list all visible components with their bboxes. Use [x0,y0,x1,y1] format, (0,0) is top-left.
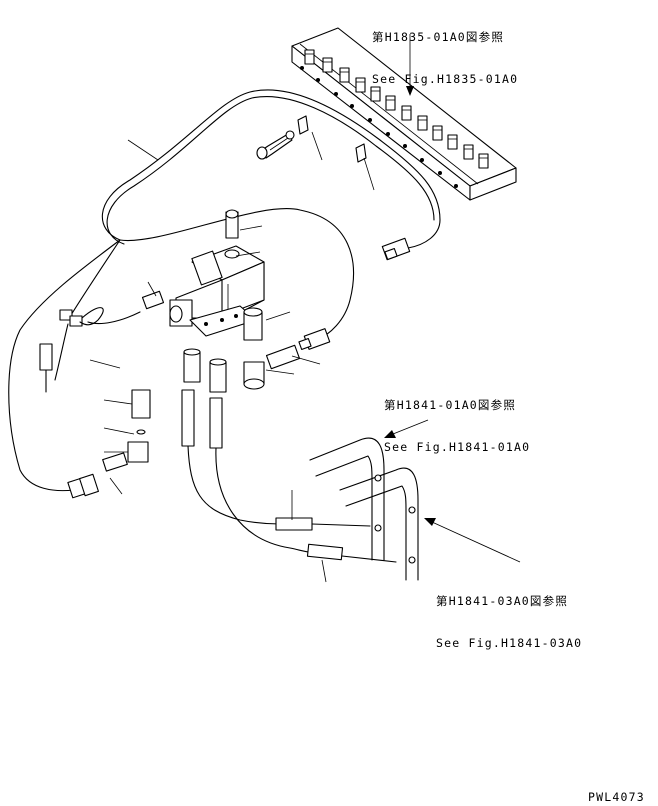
left-adapter [102,389,151,472]
valve-bolt [224,209,240,259]
straight-fittings [183,348,227,393]
wiring-harness [8,89,441,492]
reference-label-h1841-03: 第H1841-03A0図参照 See Fig.H1841-03A0 [436,566,582,664]
elbow-fitting-right [243,307,263,341]
mounting-bolt [256,130,295,160]
leader-lines [89,34,521,583]
connector-bottom-left [67,473,99,499]
connector-middle [298,328,331,351]
reference-h1841-03-line1: 第H1841-03A0図参照 [436,594,569,608]
reference-h1841-01-line1: 第H1841-01A0図参照 [384,398,517,412]
reference-label-h1835: 第H1835-01A0図参照 See Fig.H1835-01A0 [372,2,518,100]
drawing-number: PWL4073 [588,790,645,804]
connector-left-top [59,307,104,327]
reference-h1835-line1: 第H1835-01A0図参照 [372,30,505,44]
reference-h1835-line2: See Fig.H1835-01A0 [372,72,519,86]
hoses [181,389,397,563]
valve-manifold [291,27,517,201]
pressure-sensor [265,344,301,370]
reference-label-h1841-01: 第H1841-01A0図参照 See Fig.H1841-01A0 [384,370,530,468]
connector-left-lower [39,343,53,393]
reference-h1841-01-line2: See Fig.H1841-01A0 [384,440,531,454]
valve-plug [141,290,165,310]
clamp-brackets [297,115,367,163]
connector-right-1 [381,237,411,261]
hydraulic-pipes [309,437,419,581]
elbow-fitting-lower [243,361,265,390]
reference-h1841-03-line2: See Fig.H1841-03A0 [436,636,583,650]
